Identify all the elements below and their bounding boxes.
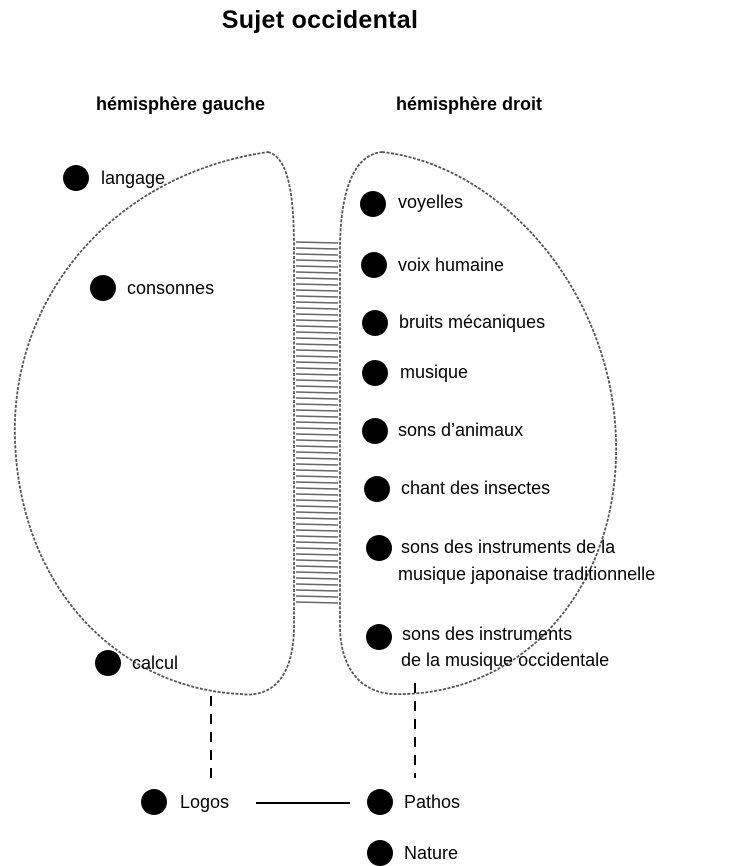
callosum-stripe — [295, 583, 339, 586]
callosum-stripe — [295, 481, 339, 484]
callosum-stripe — [295, 307, 339, 310]
callosum-stripe — [295, 529, 339, 532]
left-item-label: consonnes — [127, 278, 215, 298]
callosum-stripe — [295, 499, 339, 502]
right-hemisphere-outline — [339, 151, 617, 695]
right-item-label: musique — [400, 362, 469, 382]
right-item-label: chant des insectes — [401, 478, 551, 498]
callosum-stripe — [295, 301, 339, 304]
pathos-dot — [367, 789, 393, 815]
callosum-stripe — [295, 601, 339, 604]
callosum-stripe — [295, 331, 339, 334]
callosum-stripe — [295, 463, 339, 466]
callosum-stripe — [295, 541, 339, 544]
left-item-label: calcul — [132, 653, 179, 673]
callosum-stripe — [295, 577, 339, 580]
diagram-title: Sujet occidental — [221, 6, 419, 34]
callosum-stripe — [295, 259, 339, 262]
right-item-dot — [362, 310, 388, 336]
callosum-stripe — [295, 505, 339, 508]
right-item-dot — [362, 418, 388, 444]
callosum-stripe — [295, 295, 339, 298]
right-item-dot — [362, 360, 388, 386]
right-item-label: bruits mécaniques — [399, 312, 546, 332]
callosum-stripe — [295, 451, 339, 454]
callosum-stripe — [295, 337, 339, 340]
left-item-dot — [95, 650, 121, 676]
callosum-stripe — [295, 397, 339, 400]
callosum-stripe — [295, 535, 339, 538]
right-item-dot — [366, 624, 392, 650]
callosum-stripe — [295, 589, 339, 592]
left-hemisphere-outline — [14, 151, 295, 696]
callosum-stripe — [295, 241, 339, 244]
callosum-stripe — [295, 493, 339, 496]
left-item-label: langage — [101, 168, 166, 188]
callosum-stripe — [295, 271, 339, 274]
left-item-dot — [63, 165, 89, 191]
callosum-stripe — [295, 247, 339, 250]
right-item-dot — [366, 535, 392, 561]
callosum-stripe — [295, 523, 339, 526]
callosum-stripe — [295, 289, 339, 292]
callosum-stripe — [295, 277, 339, 280]
right-item-dot — [364, 476, 390, 502]
nature-dot — [367, 840, 393, 866]
callosum-stripe — [295, 379, 339, 382]
logos-label: Logos — [180, 792, 230, 812]
right-item-label: sons d’animaux — [398, 420, 524, 440]
right-item-dot — [360, 191, 386, 217]
right-hemisphere-heading: hémisphère droit — [396, 94, 543, 114]
callosum-stripe — [295, 517, 339, 520]
right-item-label-line2: musique japonaise traditionnelle — [398, 564, 656, 584]
callosum-stripe — [295, 313, 339, 316]
callosum-stripe — [295, 511, 339, 514]
corpus-callosum — [295, 241, 339, 604]
callosum-stripe — [295, 325, 339, 328]
left-hemisphere-heading: hémisphère gauche — [96, 94, 266, 114]
callosum-stripe — [295, 415, 339, 418]
callosum-stripe — [295, 373, 339, 376]
callosum-stripe — [295, 385, 339, 388]
callosum-stripe — [295, 355, 339, 358]
right-item-label-line1: sons des instruments — [402, 624, 573, 644]
callosum-stripe — [295, 565, 339, 568]
callosum-stripe — [295, 427, 339, 430]
callosum-stripe — [295, 403, 339, 406]
callosum-stripe — [295, 547, 339, 550]
right-item-label-line2: de la musique occidentale — [401, 650, 610, 670]
callosum-stripe — [295, 595, 339, 598]
callosum-stripe — [295, 571, 339, 574]
callosum-stripe — [295, 367, 339, 370]
callosum-stripe — [295, 457, 339, 460]
logos-dot — [141, 789, 167, 815]
callosum-stripe — [295, 439, 339, 442]
callosum-stripe — [295, 283, 339, 286]
callosum-stripe — [295, 487, 339, 490]
pathos-label: Pathos — [404, 792, 461, 812]
callosum-stripe — [295, 559, 339, 562]
right-item-label: voix humaine — [398, 255, 505, 275]
nature-label: Nature — [404, 843, 459, 863]
right-item-label-line1: sons des instruments de la — [401, 537, 616, 557]
right-item-dot — [361, 252, 387, 278]
callosum-stripe — [295, 253, 339, 256]
callosum-stripe — [295, 361, 339, 364]
callosum-stripe — [295, 391, 339, 394]
callosum-stripe — [295, 343, 339, 346]
callosum-stripe — [295, 409, 339, 412]
callosum-stripe — [295, 319, 339, 322]
callosum-stripe — [295, 469, 339, 472]
callosum-stripe — [295, 445, 339, 448]
callosum-stripe — [295, 553, 339, 556]
callosum-stripe — [295, 421, 339, 424]
callosum-stripe — [295, 349, 339, 352]
callosum-stripe — [295, 475, 339, 478]
callosum-stripe — [295, 265, 339, 268]
left-item-dot — [90, 275, 116, 301]
callosum-stripe — [295, 433, 339, 436]
right-item-label: voyelles — [398, 192, 464, 212]
